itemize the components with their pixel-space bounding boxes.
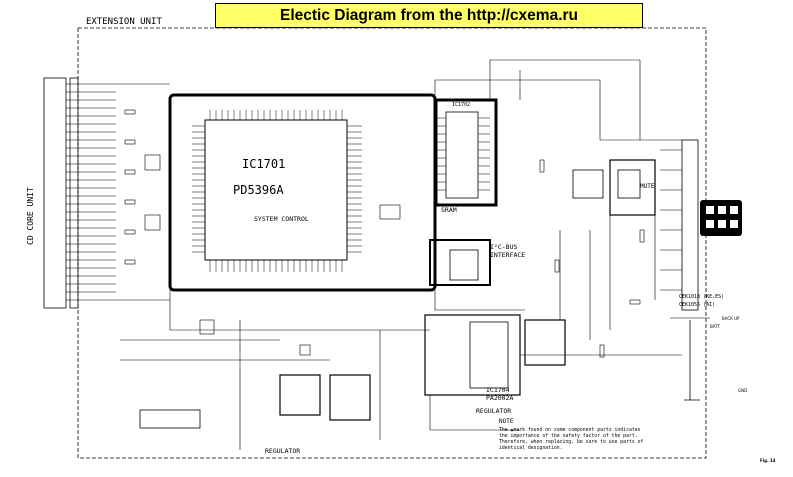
connector-pictogram <box>700 200 742 236</box>
note-line-3: Therefore, when replacing, be sure to us… <box>499 439 644 445</box>
connector-model-2: CEK1055 (AI) <box>679 302 715 308</box>
sram-block-outline <box>434 98 498 207</box>
sram-label: SRAM <box>441 206 457 214</box>
extension-unit-label: EXTENSION UNIT <box>86 17 162 27</box>
connector-pin-row <box>69 77 79 309</box>
ic1702-chip <box>445 111 479 199</box>
ground-connector <box>684 320 700 401</box>
extension-unit-boundary <box>77 27 707 459</box>
i2c-interface-outline <box>429 239 491 286</box>
cd-core-unit-label: CD CORE UNIT <box>26 187 35 245</box>
ic1704-outline <box>424 314 521 396</box>
interface-label: INTERFACE <box>490 251 525 259</box>
note-title: NOTE <box>499 418 514 425</box>
regulator-ic-left <box>279 374 321 416</box>
mute-block-outline <box>609 159 656 216</box>
ic1704-chip <box>469 321 509 389</box>
wiring-bus-bottom <box>169 215 682 431</box>
right-connector-pins <box>660 149 682 291</box>
ic1701-name: IC1701 <box>242 157 285 171</box>
figure-number: Fig. 14 <box>760 458 776 463</box>
i2c-interface-chip <box>449 249 479 281</box>
regulator-left-label: REGULATOR <box>265 447 300 455</box>
ic1701-pins-top <box>192 110 362 272</box>
regulator-circuit <box>524 319 566 366</box>
ic1702-name: IC1702 <box>452 102 470 108</box>
connector-model-1: CEK1018 (KE,ES) <box>679 294 724 300</box>
passive-components <box>124 109 645 358</box>
cd-core-connector <box>43 77 67 309</box>
mute-transistor-pair-2 <box>572 169 604 199</box>
cd-core-connector-pins <box>66 83 116 301</box>
i2c-bus-label: I²C-BUS <box>490 243 517 251</box>
title-banner: Electic Diagram from the http://cxema.ru <box>215 3 643 28</box>
system-control-label: SYSTEM CONTROL <box>254 215 309 223</box>
back-up-label: BACK UP <box>722 316 740 321</box>
mute-label: MUTE <box>640 183 655 190</box>
wiring-misc <box>120 230 591 450</box>
regulator-ic-right <box>329 374 371 421</box>
regulator-main-label: REGULATOR <box>476 407 511 415</box>
note-line-2: the importance of the safety factor of t… <box>499 433 638 439</box>
switch-block <box>139 409 201 429</box>
ic1701-part: PD5396A <box>233 183 284 197</box>
wiring-bus-top <box>116 59 682 301</box>
note-line-1: The ▲mark found on some component parts … <box>499 427 641 433</box>
gnd-label: GND <box>738 388 747 393</box>
ic1704-part: PA2002A <box>486 394 513 402</box>
ic1704-name: IC1704 <box>486 386 510 394</box>
ic1702-pins <box>436 117 490 191</box>
mute-transistor-pair <box>617 169 641 199</box>
batt-label: BATT <box>710 324 721 329</box>
note-line-4: identical designation. <box>499 445 563 451</box>
right-connector <box>681 139 699 311</box>
